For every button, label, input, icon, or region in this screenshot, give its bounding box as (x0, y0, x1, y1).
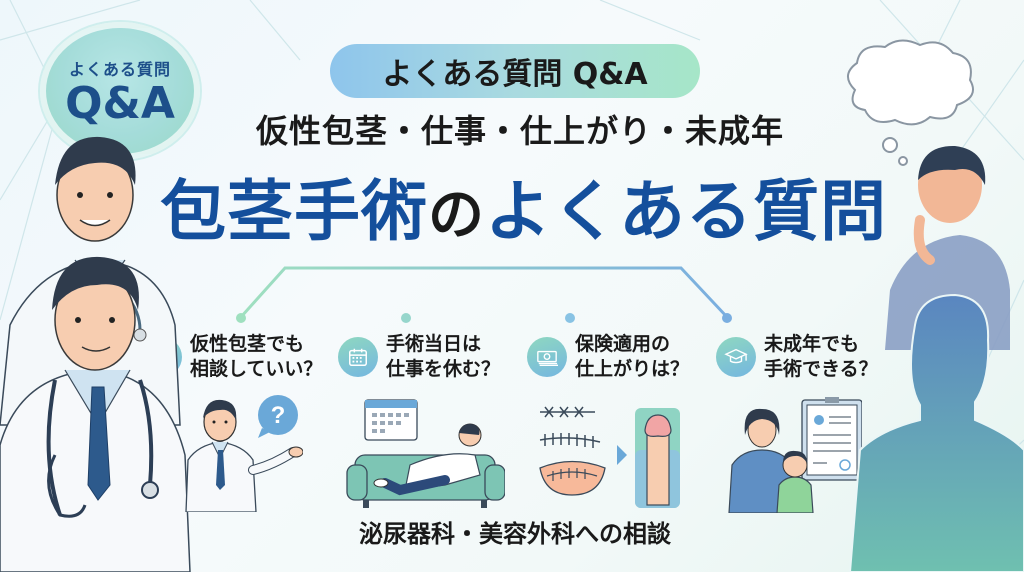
question-item-work[interactable]: 手術当日は 仕事を休む？ (338, 332, 500, 382)
doctors-illustration (0, 136, 191, 572)
title-part2: よくある質問 (485, 173, 887, 250)
qa-badge: よくある質問 Q&A (40, 22, 200, 160)
question-line1: 手術当日は (386, 333, 482, 355)
badge-sub-label: よくある質問 (68, 60, 171, 79)
page-subtitle: 仮性包茎・仕事・仕上がり・未成年 (255, 112, 784, 150)
question-line2: 手術できる？ (764, 358, 878, 380)
parent-and-child-illustration (728, 397, 862, 513)
question-mark-icon: ? (271, 402, 286, 429)
question-line2: 相談していい？ (190, 358, 323, 380)
header-pill: よくある質問 Q&A (330, 44, 700, 98)
graduation-cap-icon (716, 337, 756, 377)
question-item-minor[interactable]: 未成年でも 手術できる？ (716, 332, 878, 382)
resting-on-sofa-illustration (346, 399, 505, 508)
question-line2: 仕事を休む？ (386, 358, 501, 380)
thought-bubble-icon (847, 39, 974, 166)
question-line1: 未成年でも (764, 333, 860, 355)
question-item-insurance[interactable]: 保険適用の 仕上がりは？ (527, 332, 689, 382)
page-title: 包茎手術のよくある質問 (160, 158, 886, 254)
title-particle: の (428, 183, 485, 248)
surgery-result-illustration (539, 406, 680, 508)
title-part1: 包茎手術 (160, 173, 428, 250)
doctor-explaining-illustration: ? (185, 395, 303, 512)
question-line1: 保険適用の (575, 333, 671, 355)
calendar-icon (338, 337, 378, 377)
thinking-person-illustration (848, 145, 1024, 572)
badge-main-label: Q&A (65, 78, 175, 129)
footer-consultation-label: 泌尿器科・美容外科への相談 (359, 520, 671, 548)
question-line1: 仮性包茎でも (190, 333, 305, 355)
money-icon (527, 337, 567, 377)
question-line2: 仕上がりは？ (575, 358, 690, 380)
